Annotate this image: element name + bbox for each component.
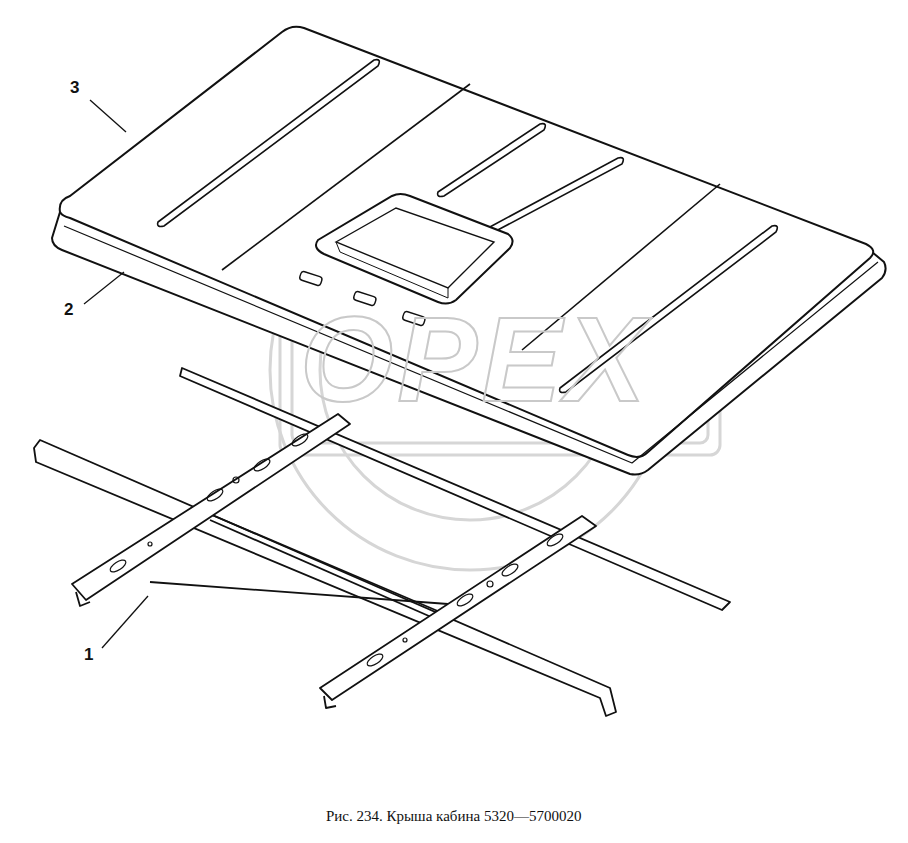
frame-holes [108,432,564,669]
callout-number: 1 [84,645,93,665]
figure-caption: Рис. 234. Крыша кабина 5320—5700020 [326,808,581,825]
callout-number: 3 [70,78,79,98]
callout-number: 2 [64,300,73,320]
leader-lines [84,100,148,648]
roof-panel [52,27,886,475]
roof-hatch [316,194,513,304]
watermark: OPEX [300,290,649,428]
